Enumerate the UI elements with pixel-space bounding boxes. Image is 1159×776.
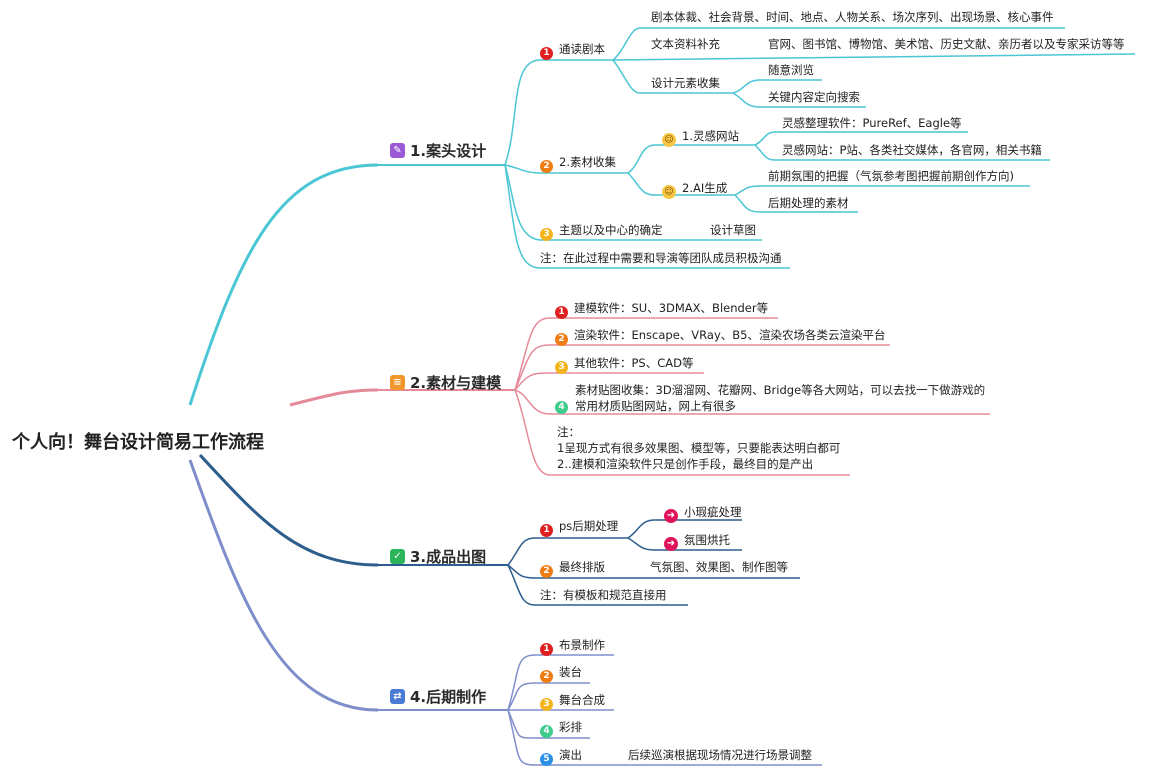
smiley-icon: ☺ <box>662 133 676 147</box>
node-ai-late[interactable]: 后期处理的素材 <box>768 196 849 210</box>
number-badge-2: 2 <box>540 670 553 683</box>
branch-2-material-modeling[interactable]: ≡ 2.素材与建模 <box>390 372 501 393</box>
mindmap-root-title: 个人向！舞台设计简易工作流程 <box>12 432 264 453</box>
node-performance-detail[interactable]: 后续巡演根据现场情况进行场景调整 <box>628 748 812 762</box>
number-badge-1: 1 <box>540 643 553 656</box>
node-b2-note-head[interactable]: 注： <box>557 425 580 439</box>
node-b2-note2: 2..建模和渲染软件只是创作手段，最终目的是产出 <box>557 457 814 471</box>
number-badge-5: 5 <box>540 753 553 766</box>
branch-3-final-output[interactable]: ✓ 3.成品出图 <box>390 546 486 567</box>
node-texture-collect[interactable]: 4 <box>555 390 574 414</box>
handshake-icon: ⇄ <box>390 689 405 704</box>
node-text-supplement-detail[interactable]: 官网、图书馆、博物馆、美术馆、历史文献、亲历者以及专家采访等等 <box>768 37 1125 51</box>
layers-icon: ≡ <box>390 375 405 390</box>
node-atmosphere[interactable]: ➜氛围烘托 <box>664 533 730 551</box>
node-ai-early[interactable]: 前期氛围的把握（气氛参考图把握前期创作方向) <box>768 169 1014 183</box>
number-badge-1: 1 <box>540 524 553 537</box>
arrow-right-icon: ➜ <box>664 509 678 523</box>
branch-4-post-production[interactable]: ⇄ 4.后期制作 <box>390 686 486 707</box>
number-badge-2: 2 <box>555 333 568 346</box>
connector-root-b3 <box>198 453 379 567</box>
number-badge-1: 1 <box>540 47 553 60</box>
node-design-collect[interactable]: 设计元素收集 <box>651 76 720 90</box>
node-inspiration-site[interactable]: ☺1.灵感网站 <box>662 129 739 147</box>
node-script-elements[interactable]: 剧本体裁、社会背景、时间、地点、人物关系、场次序列、出现场景、核心事件 <box>651 10 1054 24</box>
node-sketch[interactable]: 设计草图 <box>710 223 756 237</box>
pencil-icon: ✎ <box>390 143 405 158</box>
number-badge-4: 4 <box>540 725 553 738</box>
number-badge-4: 4 <box>555 401 568 414</box>
branch-1-desk-design[interactable]: ✎ 1.案头设计 <box>390 140 486 161</box>
node-text-supplement[interactable]: 文本资料补充 <box>651 37 720 51</box>
node-flaw-fix[interactable]: ➜小瑕疵处理 <box>664 505 742 523</box>
branch-label: 3.成品出图 <box>410 548 487 566</box>
connector-root-b1 <box>188 163 379 406</box>
number-badge-2: 2 <box>540 565 553 578</box>
number-badge-3: 3 <box>540 698 553 711</box>
node-b3-note[interactable]: 注：有模板和规范直接用 <box>540 588 667 602</box>
node-browse-random[interactable]: 随意浏览 <box>768 63 814 77</box>
node-texture-line2[interactable]: 常用材质贴图网站，网上有很多 <box>575 399 736 413</box>
number-badge-1: 1 <box>555 306 568 319</box>
node-inspiration-software[interactable]: 灵感整理软件：PureRef、Eagle等 <box>782 116 962 130</box>
node-keyword-search[interactable]: 关键内容定向搜索 <box>768 90 860 104</box>
node-b1-note[interactable]: 注：在此过程中需要和导演等团队成员积极沟通 <box>540 251 782 265</box>
branch-label: 4.后期制作 <box>410 688 487 706</box>
node-ai-generate[interactable]: ☺2.AI生成 <box>662 181 727 199</box>
smiley-icon: ☺ <box>662 185 676 199</box>
branch-label: 1.案头设计 <box>410 142 487 160</box>
node-texture-line1[interactable]: 素材贴图收集：3D溜溜网、花瓣网、Bridge等各大网站，可以去找一下做游戏的 <box>575 383 986 397</box>
node-b2-note1: 1呈现方式有很多效果图、模型等，只要能表达明白都可 <box>557 441 841 455</box>
number-badge-3: 3 <box>555 361 568 374</box>
node-layout-detail[interactable]: 气氛图、效果图、制作图等 <box>650 560 788 574</box>
number-badge-3: 3 <box>540 228 553 241</box>
branch-label: 2.素材与建模 <box>410 374 502 392</box>
check-icon: ✓ <box>390 549 405 564</box>
number-badge-2: 2 <box>540 160 553 173</box>
connector-root-b4 <box>188 459 379 712</box>
connector-root-b2 <box>289 388 379 407</box>
arrow-right-icon: ➜ <box>664 537 678 551</box>
node-inspiration-web[interactable]: 灵感网站：P站、各类社交媒体，各官网，相关书籍 <box>782 143 1042 157</box>
